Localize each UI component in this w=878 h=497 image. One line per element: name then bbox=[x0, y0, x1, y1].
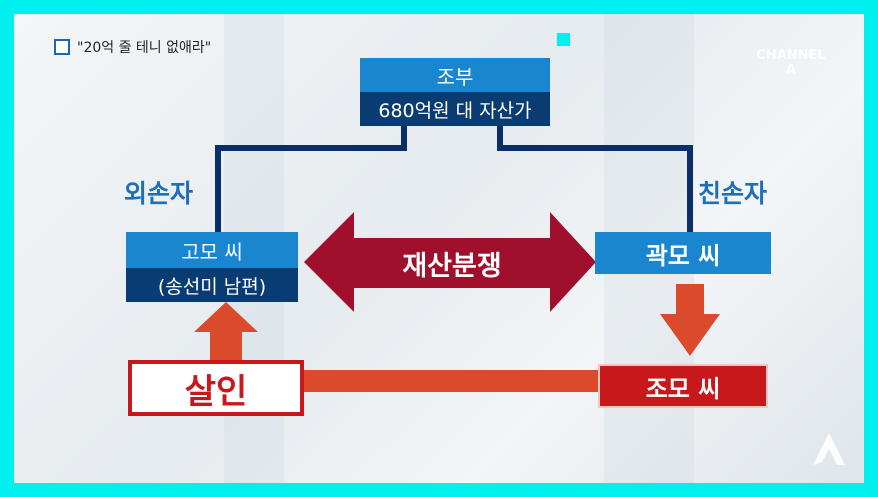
caption-title: "20억 줄 테니 없애라" bbox=[77, 40, 212, 56]
diagram-frame: "20억 줄 테니 없애라" CHANNEL A 조부 680억원 대 자산가 … bbox=[14, 14, 864, 483]
dispute-label: 재산분쟁 bbox=[402, 250, 502, 282]
channel-a-logo-icon bbox=[813, 433, 845, 465]
label-paternal-grandson: 친손자 bbox=[698, 179, 768, 208]
jo-title: 조모 씨 bbox=[645, 374, 721, 403]
grandfather-title-box: 조부 bbox=[360, 58, 550, 92]
channel-logo-text: CHANNEL A bbox=[756, 48, 826, 78]
kwak-title-box: 곽모 씨 bbox=[595, 232, 771, 274]
label-maternal-grandson: 외손자 bbox=[124, 179, 194, 208]
jo-box: 조모 씨 bbox=[598, 364, 768, 408]
go-title: 고모 씨 bbox=[181, 239, 243, 264]
line-grandfather-to-go bbox=[215, 124, 407, 233]
grandfather-subtitle-box: 680억원 대 자산가 bbox=[360, 92, 550, 126]
channel-logo: CHANNEL A bbox=[756, 48, 826, 88]
diagram-connectors bbox=[194, 124, 720, 392]
line-grandfather-to-kwak bbox=[497, 124, 693, 233]
arrow-up-to-go bbox=[194, 302, 258, 360]
dispute-double-arrow bbox=[304, 212, 596, 312]
grandfather-subtitle: 680억원 대 자산가 bbox=[378, 99, 532, 122]
caption-square-icon bbox=[54, 39, 70, 55]
corner-marker bbox=[557, 33, 570, 46]
dispute-label-box: 재산분쟁 bbox=[354, 238, 550, 288]
arrow-down-to-jo bbox=[660, 284, 720, 356]
go-title-box: 고모 씨 bbox=[126, 232, 298, 268]
go-subtitle: (송선미 남편) bbox=[157, 275, 267, 298]
go-subtitle-box: (송선미 남편) bbox=[126, 268, 298, 302]
kwak-title: 곽모 씨 bbox=[645, 241, 721, 270]
caption-tag: "20억 줄 테니 없애라" bbox=[54, 37, 211, 57]
murder-box: 살인 bbox=[128, 360, 304, 416]
murder-label: 살인 bbox=[184, 371, 248, 412]
murder-connector-bar bbox=[302, 370, 612, 392]
grandfather-title: 조부 bbox=[436, 64, 474, 89]
